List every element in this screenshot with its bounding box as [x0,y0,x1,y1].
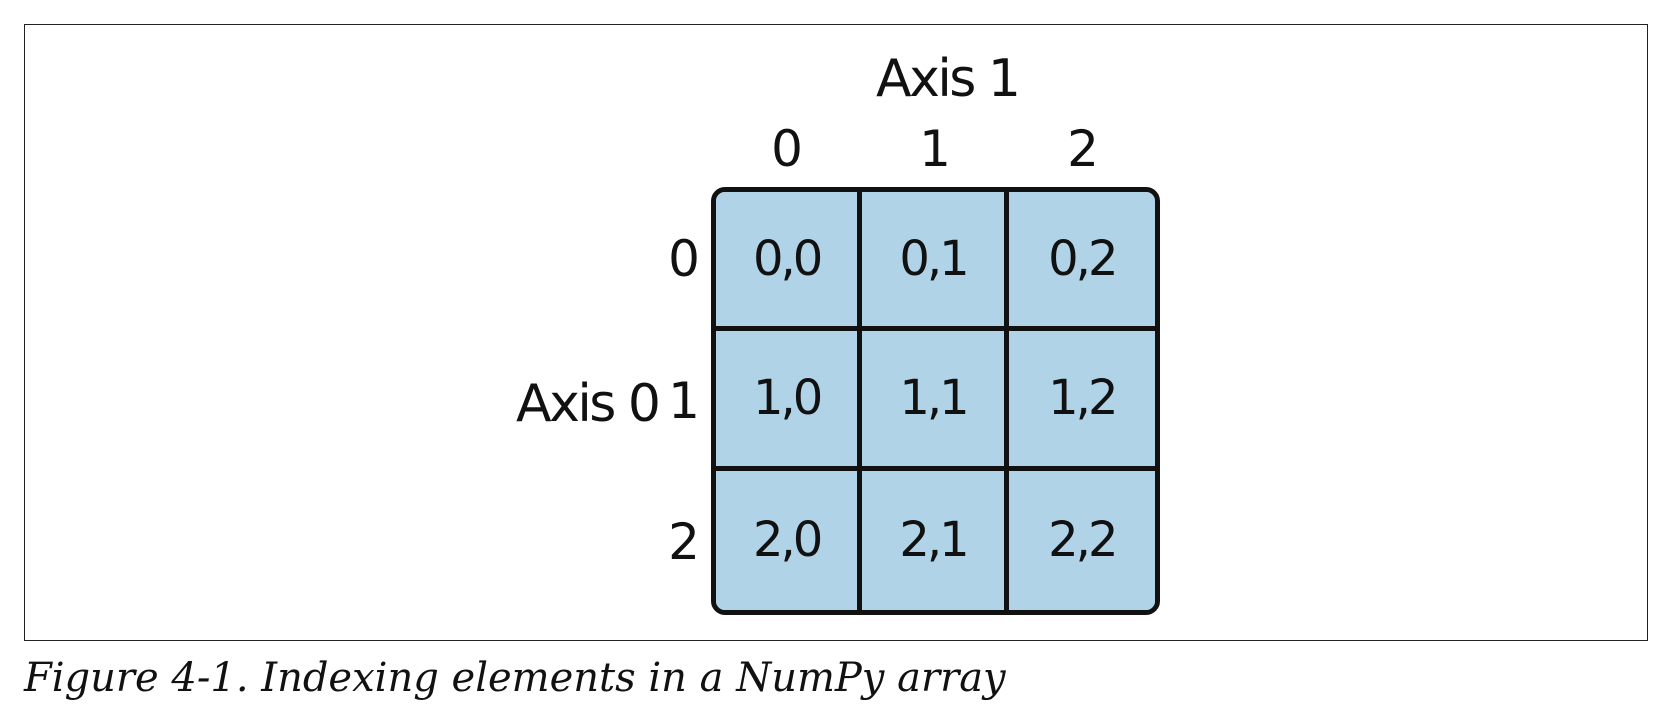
array-cell-0-1: 0,1 [862,192,1009,332]
array-cell-2-2: 2,2 [1008,470,1155,610]
array-cell-1-0: 1,0 [716,331,863,471]
column-index-0: 0 [771,120,803,178]
row-index-2: 2 [668,513,700,571]
array-cell-2-1: 2,1 [862,470,1009,610]
column-index-1: 1 [919,120,951,178]
axis-1-label: Axis 1 [876,49,1021,109]
figure-caption: Figure 4-1. Indexing elements in a NumPy… [24,655,1006,701]
array-cell-2-0: 2,0 [716,470,863,610]
array-cell-1-2: 1,2 [1008,331,1155,471]
row-index-0: 0 [668,230,700,288]
array-cell-0-0: 0,0 [716,192,863,332]
axis-0-label: Axis 0 [516,374,661,434]
column-index-2: 2 [1067,120,1099,178]
array-cell-0-2: 0,2 [1008,192,1155,332]
array-grid: 0,0 0,1 0,2 1,0 1,1 1,2 2,0 2,1 2,2 [711,187,1160,615]
array-cell-1-1: 1,1 [862,331,1009,471]
row-index-1: 1 [668,372,700,430]
